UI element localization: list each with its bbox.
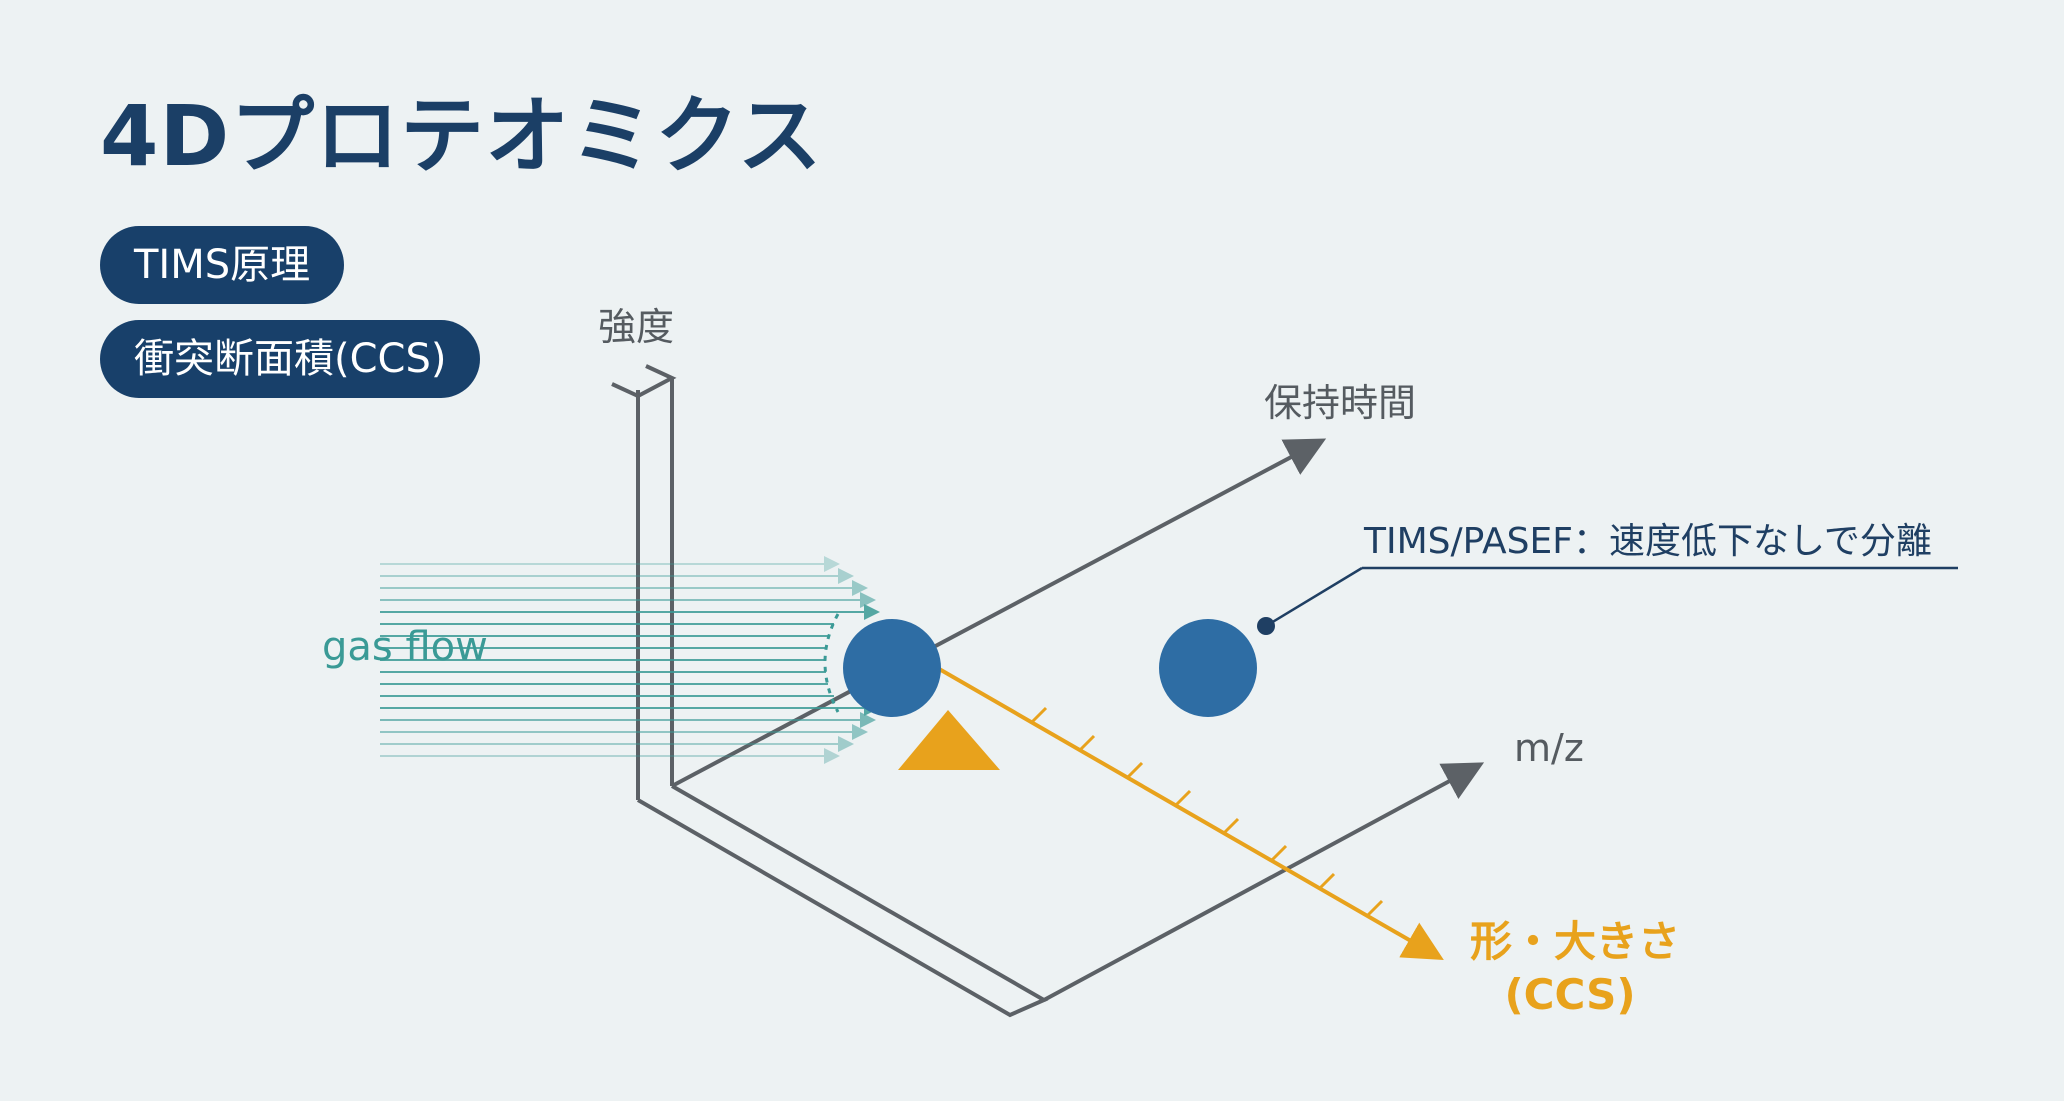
ion-triangle: [898, 710, 1000, 770]
tims-pasef-callout: TIMS/PASEF：速度低下なしで分離: [1364, 521, 1932, 562]
callout-leader: [1257, 566, 1958, 635]
gas-flow-label: gas flow: [322, 624, 488, 670]
separated-ion-sphere: [1159, 619, 1257, 717]
mz-axis-label: m/z: [1514, 726, 1584, 770]
gas-flow-front: [823, 613, 840, 713]
retention-time-axis: [671, 438, 1327, 788]
ccs-tag: 衝突断面積(CCS): [100, 320, 481, 398]
page-title: 4Dプロテオミクス: [100, 87, 823, 185]
ccs-axis-label-line2: (CCS): [1504, 969, 1636, 1019]
ccs-axis: [933, 664, 1444, 960]
ccs-axis-ticks: [1030, 706, 1384, 917]
gas-flow-lines: [380, 556, 880, 764]
tims-principle-tag: TIMS原理: [100, 226, 345, 304]
retention-time-axis-label: 保持時間: [1264, 381, 1417, 425]
intensity-axis: [611, 364, 677, 800]
intensity-axis-label: 強度: [598, 305, 675, 349]
ion-sphere: [843, 619, 941, 717]
mz-axis: [636, 762, 1485, 1018]
ccs-axis-label-line1: 形・大きさ: [1470, 917, 1681, 966]
ccs-axis-label: 形・大きさ (CCS): [1470, 916, 1681, 1021]
